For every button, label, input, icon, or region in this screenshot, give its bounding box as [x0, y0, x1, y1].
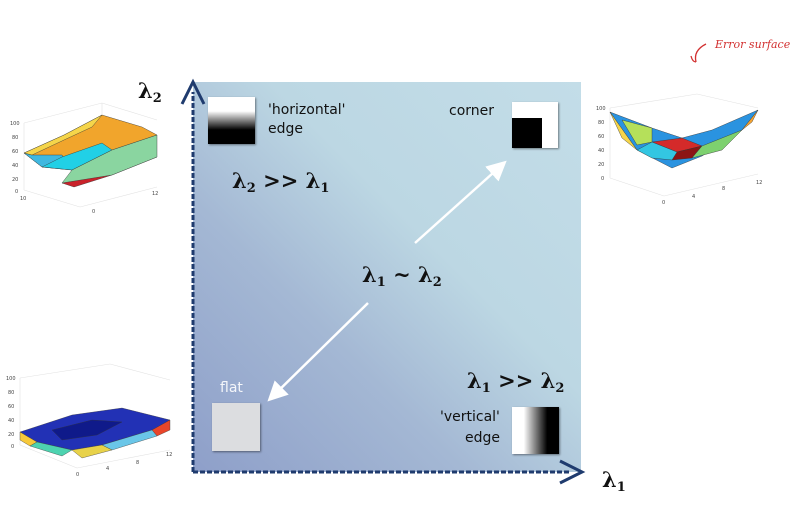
svg-text:12: 12 [166, 452, 172, 458]
horizontal-edge-condition: λ2 >> λ1 [232, 168, 330, 196]
corner-condition: λ1 ~ λ2 [362, 262, 442, 290]
svg-text:60: 60 [12, 149, 18, 155]
x-axis-label: λ1 [602, 467, 626, 495]
svg-text:0: 0 [15, 189, 18, 195]
y-axis-label: λ2 [138, 78, 162, 106]
annotation-pointer-mark [690, 43, 707, 63]
svg-text:4: 4 [692, 194, 695, 200]
svg-text:40: 40 [8, 418, 14, 424]
svg-text:20: 20 [8, 432, 14, 438]
svg-text:60: 60 [598, 134, 604, 140]
flat-patch [212, 403, 260, 451]
svg-text:100: 100 [6, 376, 16, 382]
svg-text:0: 0 [92, 209, 95, 215]
vertical-edge-label-line1: 'vertical' [440, 409, 500, 425]
svg-text:100: 100 [10, 121, 20, 127]
svg-text:8: 8 [722, 186, 725, 192]
horizontal-edge-label-line1: 'horizontal' [268, 102, 346, 118]
vertical-edge-patch [512, 407, 559, 454]
svg-text:20: 20 [598, 162, 604, 168]
svg-text:60: 60 [8, 404, 14, 410]
arrow-to-corner [414, 160, 507, 244]
svg-text:4: 4 [106, 466, 109, 472]
svg-text:12: 12 [152, 191, 158, 197]
svg-text:100: 100 [596, 106, 606, 112]
svg-text:40: 40 [598, 148, 604, 154]
horizontal-edge-label-line2: edge [268, 121, 303, 137]
error-surface-flat: 100 80 60 40 20 0 0 4 8 12 [6, 363, 172, 478]
corner-label: corner [449, 103, 495, 119]
x-axis-arrowhead [559, 459, 586, 485]
svg-text:12: 12 [756, 180, 762, 186]
svg-text:80: 80 [8, 390, 14, 396]
corner-patch-black-quadrant [512, 118, 542, 148]
svg-text:80: 80 [12, 135, 18, 141]
corner-patch [512, 102, 558, 148]
svg-text:0: 0 [11, 444, 14, 450]
error-surface-corner: 100 80 60 40 20 0 0 4 8 12 [596, 93, 762, 206]
svg-text:40: 40 [12, 163, 18, 169]
svg-text:0: 0 [76, 472, 79, 478]
arrow-to-flat [267, 302, 369, 402]
svg-text:0: 0 [662, 200, 665, 206]
svg-text:80: 80 [598, 120, 604, 126]
svg-text:0: 0 [601, 176, 604, 182]
svg-text:10: 10 [20, 196, 26, 202]
horizontal-edge-patch [208, 97, 255, 144]
y-axis-arrowhead [180, 78, 206, 105]
svg-text:20: 20 [12, 177, 18, 183]
svg-text:8: 8 [136, 460, 139, 466]
flat-label: flat [220, 380, 243, 396]
vertical-edge-condition: λ1 >> λ2 [467, 368, 565, 396]
vertical-edge-label-line2: edge [465, 430, 500, 446]
error-surface-annotation: Error surface [715, 38, 791, 51]
